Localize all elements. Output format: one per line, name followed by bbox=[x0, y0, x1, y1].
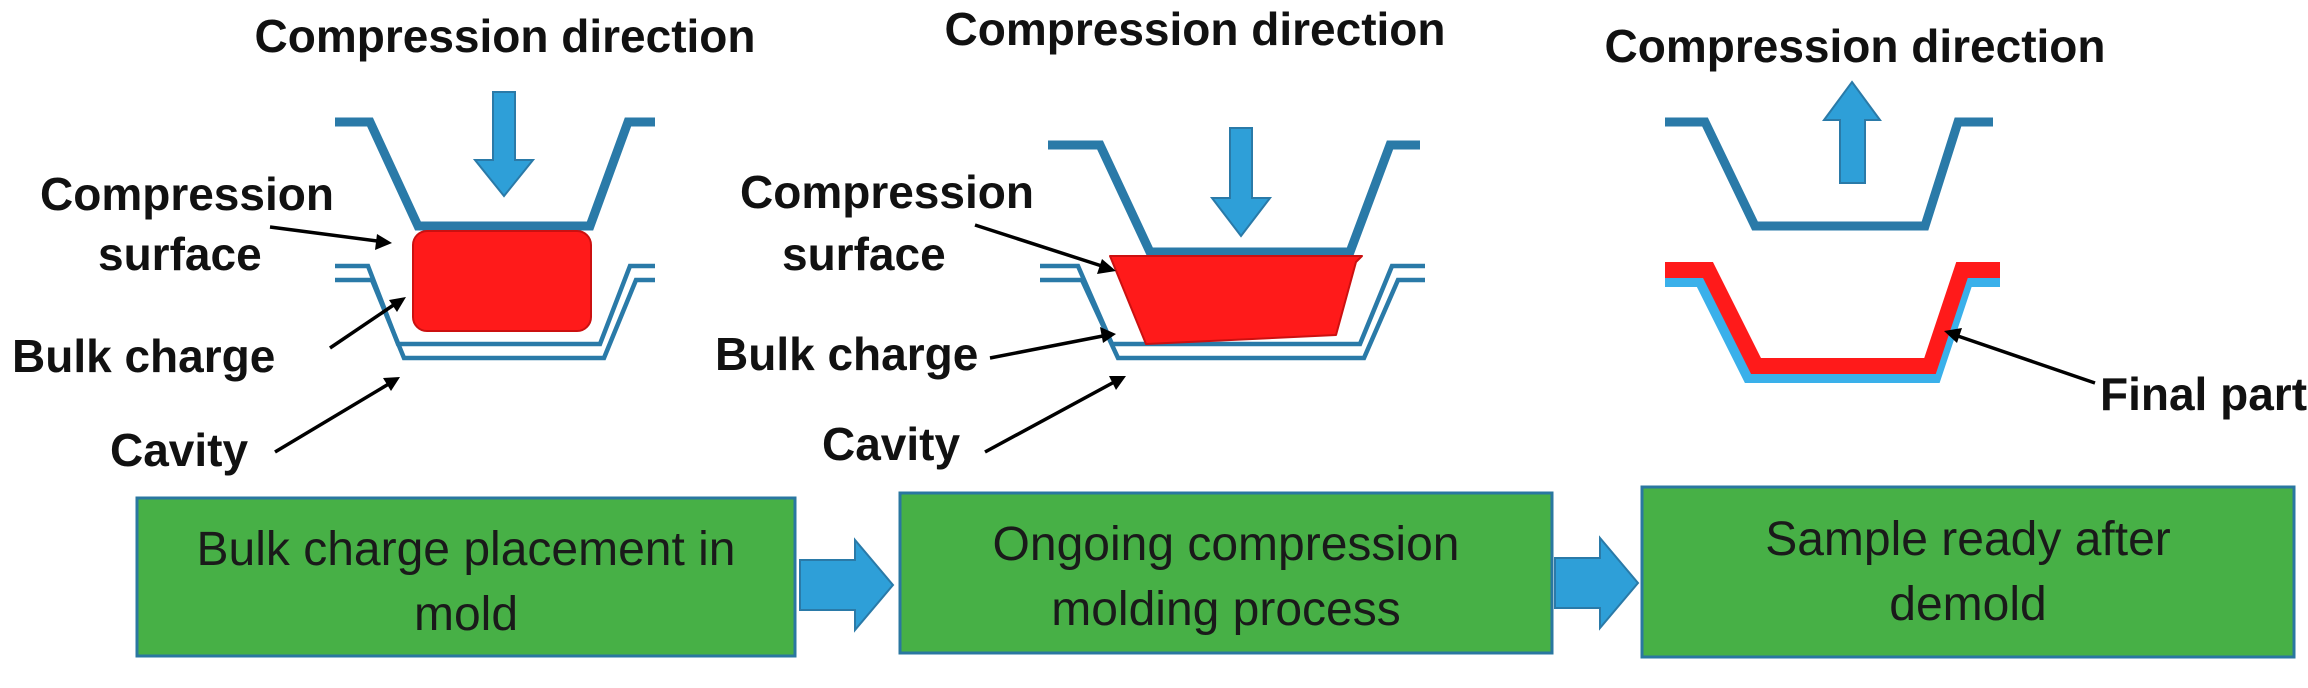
pointer-head bbox=[1097, 259, 1116, 274]
panel-1-cavity bbox=[335, 277, 655, 361]
step-1-text: Bulk charge placement in bbox=[197, 523, 736, 576]
panel-1-bulk-charge-label: Bulk charge bbox=[12, 330, 275, 382]
step-box-3 bbox=[1640, 485, 2296, 659]
panel-2-mold-top bbox=[1048, 140, 1420, 257]
step-box-2 bbox=[898, 491, 1554, 655]
pointer-head bbox=[1944, 328, 1962, 343]
pointer-line bbox=[1951, 332, 2096, 385]
panel-2: Compression direction Compression surfac… bbox=[715, 3, 1445, 470]
step-3-text: demold bbox=[1889, 578, 2046, 631]
arrow-up-icon bbox=[1822, 80, 1882, 184]
step-2-text: molding process bbox=[1051, 583, 1401, 636]
pointer-line bbox=[329, 300, 399, 350]
arrow-right-icon bbox=[1554, 535, 1640, 631]
pointer-line bbox=[269, 225, 386, 244]
panel-3-mold-top bbox=[1665, 117, 1993, 231]
panel-1-cavity bbox=[335, 263, 655, 347]
panel-1-mold-top bbox=[335, 117, 655, 231]
pointer-head bbox=[383, 377, 400, 391]
pointer-line bbox=[984, 378, 1119, 454]
step-3-text: Sample ready after bbox=[1765, 513, 2171, 566]
arrow-down-icon bbox=[1209, 127, 1273, 238]
step-1-text: mold bbox=[414, 588, 518, 641]
panel-2-cavity bbox=[1040, 277, 1425, 361]
pointer-head bbox=[1100, 327, 1116, 343]
panel-2-direction-label: Compression direction bbox=[945, 3, 1446, 55]
panel-3-final-part bbox=[1665, 262, 2000, 374]
panel-1-direction-label: Compression direction bbox=[255, 10, 756, 62]
panel-2-cavity-label: Cavity bbox=[822, 418, 960, 470]
panel-1-surface-label: surface bbox=[98, 228, 262, 280]
step-box-1 bbox=[135, 496, 797, 658]
panel-2-surface-label: Compression bbox=[740, 166, 1034, 218]
panel-3-final-part-label: Final part bbox=[2100, 368, 2307, 420]
pointer-line bbox=[974, 223, 1109, 270]
panel-2-bulk-charge bbox=[1109, 255, 1363, 345]
panel-3: Compression direction Final part bbox=[1605, 20, 2308, 420]
panel-1: Compression direction Compression surfac… bbox=[12, 10, 755, 476]
panel-2-bulk-charge-label: Bulk charge bbox=[715, 328, 978, 380]
panel-2-cavity bbox=[1040, 263, 1425, 347]
arrow-right-icon bbox=[799, 537, 895, 633]
arrow-down-icon bbox=[472, 91, 536, 198]
panel-1-cavity-label: Cavity bbox=[110, 424, 248, 476]
panel-2-surface-label: surface bbox=[782, 228, 946, 280]
pointer-head bbox=[1109, 376, 1126, 390]
pointer-line bbox=[274, 380, 393, 454]
pointer-head bbox=[375, 234, 392, 250]
pointer-line bbox=[989, 333, 1109, 360]
panel-1-surface-label: Compression bbox=[40, 168, 334, 220]
panel-3-direction-label: Compression direction bbox=[1605, 20, 2106, 72]
step-2-text: Ongoing compression bbox=[993, 518, 1460, 571]
panel-3-final-part-base bbox=[1665, 277, 2000, 383]
process-flow: Bulk charge placement in mold Ongoing co… bbox=[135, 485, 2296, 659]
pointer-head bbox=[389, 297, 406, 312]
panel-1-bulk-charge bbox=[412, 230, 592, 332]
